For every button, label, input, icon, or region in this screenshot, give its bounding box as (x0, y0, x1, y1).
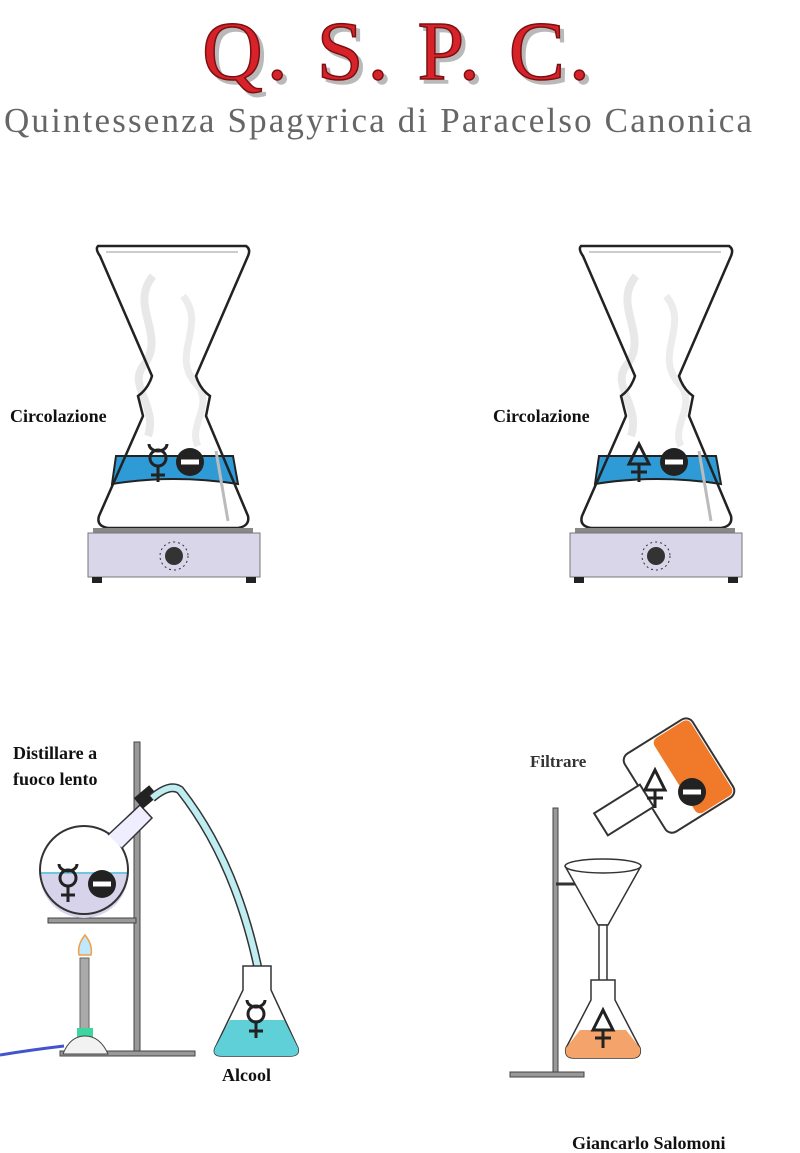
panel-circolazione-sulfur: Circolazione (493, 246, 743, 584)
panel-circolazione-mercury: Circolazione (10, 246, 261, 584)
pelican-flask-icon (580, 246, 732, 528)
bunsen-burner (79, 957, 90, 1031)
receiver-label: Alcool (222, 1065, 271, 1085)
salt-symbol-icon (88, 870, 116, 898)
pouring-bottle (592, 717, 736, 837)
salt-symbol-icon (176, 448, 204, 476)
panel-distillation: Distillare a fuoco lento Alcool (0, 741, 300, 1085)
hot-plate-icon (87, 527, 261, 584)
stopper (133, 785, 159, 809)
gas-hose (0, 1044, 65, 1057)
retort-stand-rod (552, 807, 559, 1075)
page-title: Q. S. P. C. (202, 5, 594, 98)
ring-support (47, 917, 137, 924)
page-subtitle: Quintessenza Spagyrica di Paracelso Cano… (4, 101, 752, 140)
panel-label-line1: Distillare a (13, 743, 97, 763)
retort-stand-base (509, 1071, 585, 1078)
panel-label-line2: fuoco lento (13, 769, 98, 789)
pelican-flask-icon (97, 246, 249, 528)
panel-label: Circolazione (493, 406, 590, 426)
panel-filtration: Filtrare (509, 717, 736, 1078)
panel-label: Filtrare (530, 752, 587, 771)
author-credit: Giancarlo Salomoni (572, 1133, 726, 1153)
round-bottom-flask (39, 825, 129, 915)
panel-label: Circolazione (10, 406, 107, 426)
hot-plate-icon (569, 527, 743, 584)
salt-symbol-icon (678, 778, 706, 806)
condenser-tube (150, 784, 261, 969)
salt-symbol-icon (660, 448, 688, 476)
retort-stand-rod (133, 741, 141, 1055)
retort-stand-base (59, 1050, 196, 1057)
flame-icon (77, 933, 93, 956)
funnel (564, 865, 642, 926)
header: Q. S. P. C. Quintessenza Spagyrica di Pa… (4, 4, 752, 140)
